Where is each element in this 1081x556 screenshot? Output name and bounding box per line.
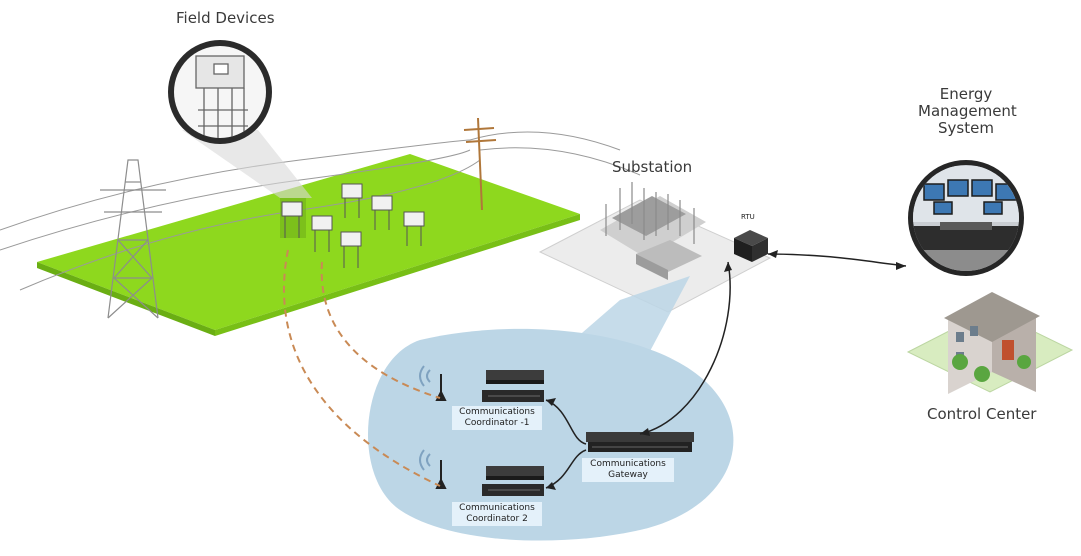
coordinator-1-label: Communications Coordinator -1 <box>452 406 542 430</box>
arrow-heads <box>546 250 906 490</box>
wireless-links <box>282 249 441 487</box>
field-device-units <box>281 183 425 268</box>
field-plane <box>37 154 580 330</box>
coordinator-1-line2: Coordinator -1 <box>464 418 530 428</box>
control-center-label: Control Center <box>927 405 1037 423</box>
coordinator-2-device <box>482 466 544 496</box>
substation-icon <box>538 182 772 313</box>
coordinator-1-device <box>482 370 544 402</box>
gateway-line1: Communications <box>590 459 666 469</box>
control-center-building-icon <box>906 292 1074 394</box>
radio-wave-icon <box>419 365 431 471</box>
ems-label-line1: Energy <box>939 85 993 103</box>
ems-magnifier <box>908 160 1024 276</box>
coordinator-2-line1: Communications <box>459 503 535 513</box>
utility-pole-icon <box>463 117 497 211</box>
gateway-label: Communications Gateway <box>582 458 674 482</box>
communications-bubble <box>367 328 734 541</box>
ems-label-line3: System <box>938 119 994 137</box>
gateway-line2: Gateway <box>608 470 648 480</box>
field-devices-magnifier <box>168 40 272 144</box>
coordinator-2-label: Communications Coordinator 2 <box>452 502 542 526</box>
field-devices-label: Field Devices <box>176 9 275 27</box>
rtu-device-icon <box>734 230 768 262</box>
transmission-tower-icon <box>100 159 166 319</box>
ems-label: Energy Management System <box>918 85 1017 137</box>
ems-label-line2: Management <box>918 102 1017 120</box>
coordinator-1-line1: Communications <box>459 407 535 417</box>
substation-label: Substation <box>612 158 693 176</box>
rtu-label: RTU <box>741 213 755 221</box>
coordinator-2-line2: Coordinator 2 <box>466 514 528 524</box>
comm-links <box>545 253 907 489</box>
gateway-device <box>586 432 694 452</box>
